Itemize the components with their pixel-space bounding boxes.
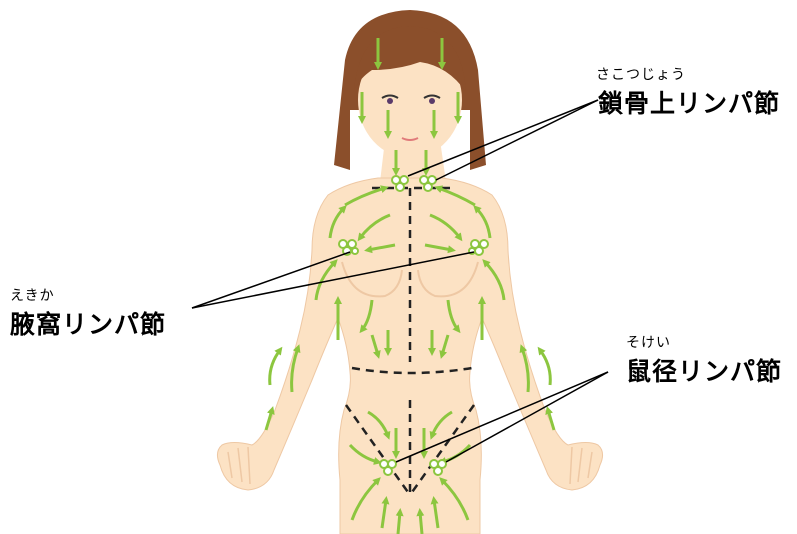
lymph-flow-arrow-icon xyxy=(270,350,280,385)
inguinal-ruby: そけい xyxy=(626,332,671,352)
supraclavicular-ruby: さこつじょう xyxy=(596,64,686,84)
lymph-flow-arrow-icon xyxy=(420,512,422,534)
lymph-flow-arrow-icon xyxy=(398,512,400,534)
inguinal-label: 鼠径リンパ節 xyxy=(626,352,782,388)
axillary-ruby: えきか xyxy=(10,285,55,305)
axillary-label: 腋窩リンパ節 xyxy=(10,305,166,341)
supraclavicular-label: 鎖骨上リンパ節 xyxy=(598,84,780,120)
lymph-flow-arrow-icon xyxy=(540,350,550,385)
